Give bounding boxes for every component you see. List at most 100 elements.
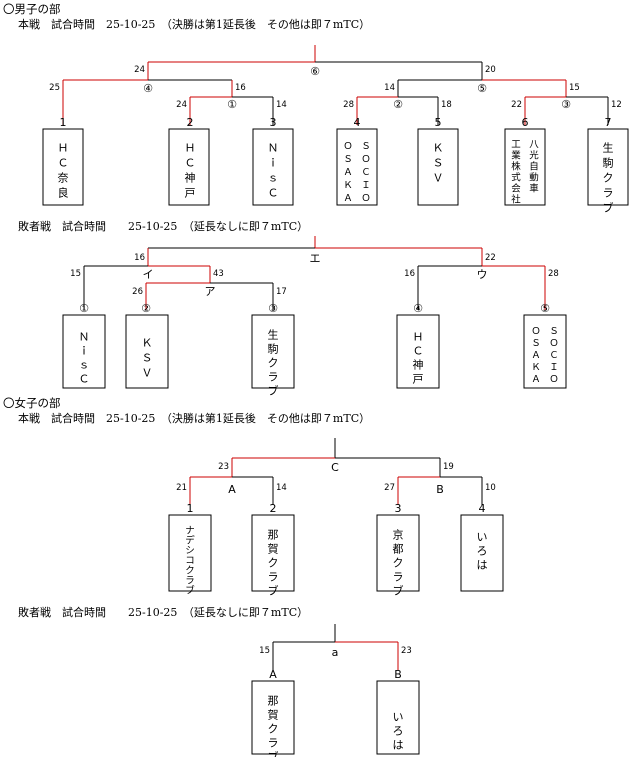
team-box bbox=[523, 314, 567, 389]
team-box bbox=[504, 128, 546, 206]
team-box bbox=[587, 128, 629, 206]
score: 23 bbox=[218, 462, 229, 472]
team-name: ＨＣ神戸 bbox=[185, 141, 196, 199]
women-main-bracket bbox=[189, 438, 483, 505]
score: 28 bbox=[343, 100, 354, 110]
men-cons-game-a: ア bbox=[205, 285, 216, 298]
team-number: ③ bbox=[268, 302, 278, 315]
score: 16 bbox=[235, 83, 246, 93]
team-number: ① bbox=[79, 302, 89, 315]
score: 19 bbox=[443, 462, 454, 472]
men-main-header: 本戦 試合時間 25-10-25 （決勝は第1延長後 その他は即７mTC） bbox=[18, 17, 370, 31]
women-main-game-a: A bbox=[228, 483, 236, 496]
team-number: ② bbox=[141, 302, 151, 315]
score: 15 bbox=[569, 83, 580, 93]
score: 24 bbox=[176, 100, 187, 110]
score: 43 bbox=[213, 269, 224, 279]
men-main-game-6: ⑥ bbox=[310, 65, 320, 78]
team-number: 2 bbox=[270, 502, 277, 515]
team-box bbox=[396, 314, 440, 389]
team-number: 4 bbox=[479, 502, 486, 515]
team-name: ＫＳＶ bbox=[433, 141, 444, 184]
women-main-game-c: C bbox=[331, 461, 339, 474]
men-cons-game-i: イ bbox=[143, 268, 154, 281]
team-box bbox=[251, 514, 295, 592]
team-number: 7 bbox=[605, 116, 612, 129]
team-box bbox=[417, 128, 459, 206]
score: 28 bbox=[548, 269, 559, 279]
score: 16 bbox=[134, 253, 145, 263]
score: 22 bbox=[511, 100, 522, 110]
score: 24 bbox=[134, 65, 145, 75]
team-name: ＨＣ奈良 bbox=[58, 141, 69, 199]
score: 20 bbox=[485, 65, 496, 75]
men-consolation-bracket bbox=[83, 236, 546, 310]
team-number: 6 bbox=[522, 116, 529, 129]
score: 23 bbox=[401, 646, 412, 656]
team-name-col: ＯＳＡＫＡ bbox=[531, 326, 541, 385]
team-box bbox=[42, 128, 84, 206]
score: 10 bbox=[485, 483, 496, 493]
women-main-header: 本戦 試合時間 25-10-25 （決勝は第1延長後 その他は即７mTC） bbox=[18, 411, 370, 425]
team-name: 生駒クラブ bbox=[603, 140, 614, 214]
men-consolation-header: 敗者戦 試合時間 25-10-25 （延長なしに即７mTC） bbox=[18, 219, 308, 233]
women-consolation-header: 敗者戦 試合時間 25-10-25 （延長なしに即７mTC） bbox=[18, 605, 308, 619]
men-cons-game-u: ウ bbox=[477, 268, 488, 281]
team-name: 生駒クラブ bbox=[268, 328, 279, 398]
team-box bbox=[376, 680, 420, 755]
team-number: B bbox=[394, 668, 402, 681]
team-name-col: ＳＯＣＩＯ bbox=[361, 141, 371, 204]
score: 22 bbox=[485, 253, 496, 263]
score: 14 bbox=[276, 100, 287, 110]
team-name: 京都クラブ bbox=[393, 528, 404, 598]
men-main-bracket bbox=[62, 45, 609, 125]
score: 21 bbox=[176, 483, 187, 493]
score: 27 bbox=[384, 483, 395, 493]
women-cons-game-a: a bbox=[332, 646, 339, 659]
team-number: 4 bbox=[354, 116, 361, 129]
team-box bbox=[336, 128, 378, 206]
team-box bbox=[376, 514, 420, 592]
men-main-game-2: ② bbox=[393, 98, 403, 111]
team-number: 3 bbox=[395, 502, 402, 515]
team-name: いろは bbox=[393, 711, 404, 752]
team-number: 1 bbox=[60, 116, 67, 129]
team-number: ⑤ bbox=[540, 302, 550, 315]
team-name: ＮｉｓＣ bbox=[268, 141, 279, 199]
score: 25 bbox=[49, 83, 60, 93]
women-section-title: 〇女子の部 bbox=[3, 396, 61, 410]
team-number: 2 bbox=[187, 116, 194, 129]
team-name-col: 工業株式会社 bbox=[511, 139, 521, 205]
team-name-col: 八光自動車 bbox=[529, 139, 539, 194]
team-number: 3 bbox=[270, 116, 277, 129]
men-cons-game-e: エ bbox=[310, 252, 321, 265]
men-main-game-3: ③ bbox=[561, 98, 571, 111]
team-name: ナデシコクラブ bbox=[185, 526, 195, 597]
score: 15 bbox=[70, 269, 81, 279]
team-name: 那賀クラブ bbox=[268, 529, 279, 598]
team-box bbox=[125, 314, 169, 389]
team-number: A bbox=[269, 668, 277, 681]
score: 14 bbox=[276, 483, 287, 493]
men-main-game-1: ① bbox=[227, 98, 237, 111]
score: 26 bbox=[132, 287, 143, 297]
men-main-game-4: ④ bbox=[143, 82, 153, 95]
team-box bbox=[62, 314, 106, 389]
score: 17 bbox=[276, 287, 287, 297]
team-name-col: ＯＳＡＫＡ bbox=[343, 141, 353, 204]
men-section-title: 〇男子の部 bbox=[3, 2, 61, 16]
team-number: 1 bbox=[187, 502, 194, 515]
team-name-col: ＳＯＣＩＯ bbox=[549, 326, 559, 385]
team-box bbox=[251, 314, 295, 389]
team-name: ＨＣ神戸 bbox=[413, 331, 424, 386]
team-number: 5 bbox=[435, 116, 442, 129]
team-box bbox=[252, 128, 294, 206]
score: 14 bbox=[384, 83, 395, 93]
team-box bbox=[460, 514, 504, 592]
team-number: ④ bbox=[413, 302, 423, 315]
men-main-game-5: ⑤ bbox=[477, 82, 487, 95]
score: 18 bbox=[441, 100, 452, 110]
team-name: いろは bbox=[477, 531, 488, 572]
team-name: 那賀クラブ bbox=[268, 695, 279, 757]
